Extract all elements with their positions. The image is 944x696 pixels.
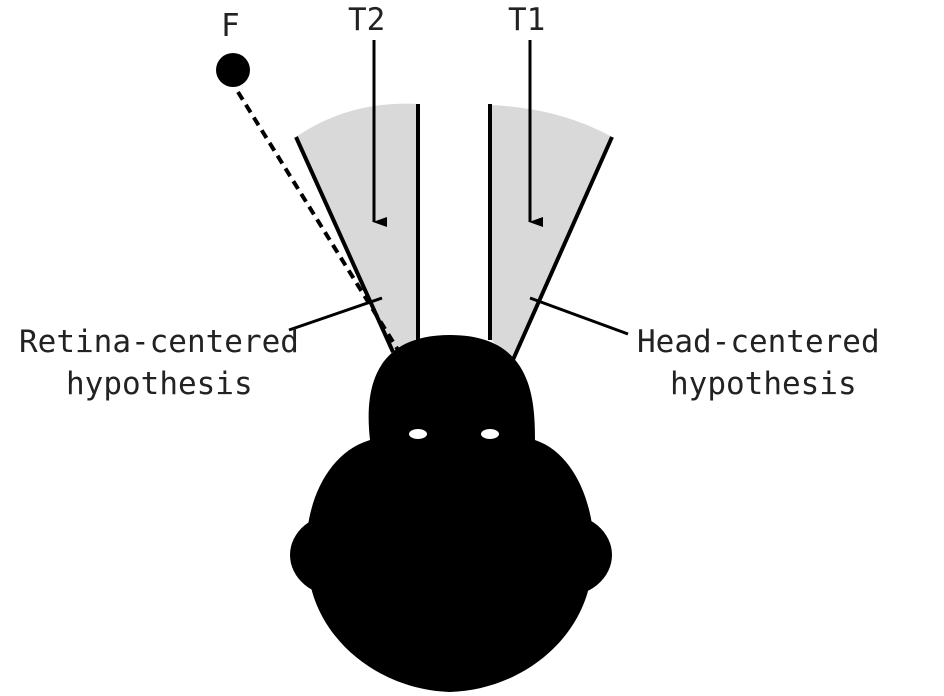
retina-label-leader <box>288 296 383 332</box>
head-wedge-outer-edge <box>510 136 614 363</box>
gaze-dashed-line <box>236 90 400 352</box>
head-silhouette <box>290 335 612 692</box>
head-label-line2: hypothesis <box>670 366 857 402</box>
target2-label: T2 <box>348 2 385 38</box>
retina-label-line1: Retina-centered <box>19 324 299 360</box>
head-centered-wedge <box>490 105 612 362</box>
fixation-point <box>216 53 250 87</box>
right-eye-icon <box>481 429 499 439</box>
left-eye-icon <box>409 429 427 439</box>
retina-label-line2: hypothesis <box>66 366 253 402</box>
head-label-leader <box>529 296 629 336</box>
retina-centered-wedge <box>296 103 418 352</box>
target1-label: T1 <box>508 2 545 38</box>
head-label-line1: Head-centered <box>637 324 880 360</box>
fixation-label: F <box>221 8 240 44</box>
